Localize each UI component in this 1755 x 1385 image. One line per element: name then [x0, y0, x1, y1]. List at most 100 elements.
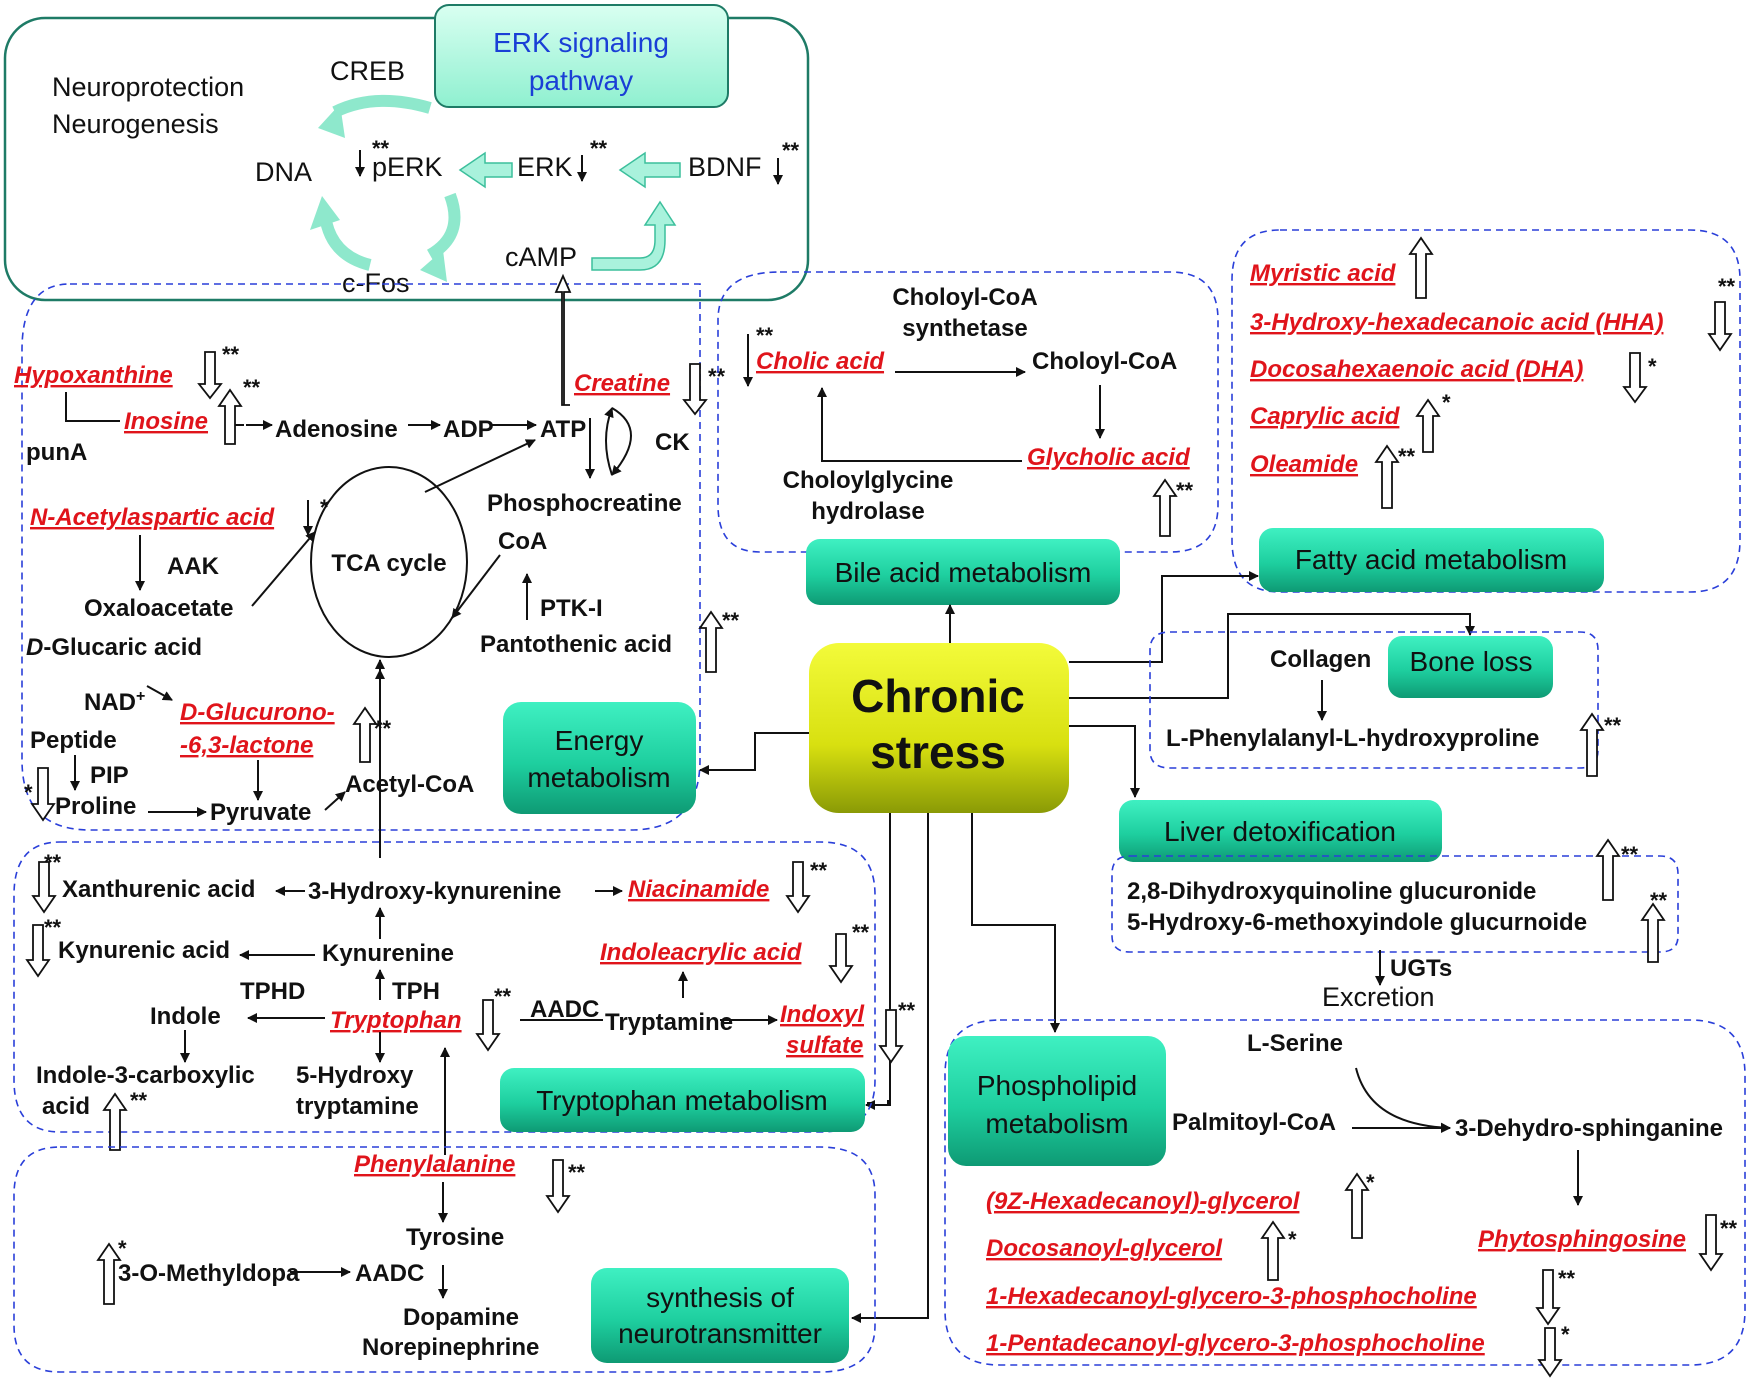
erk-title-box — [434, 4, 729, 108]
tca-cycle-circle — [310, 466, 468, 658]
omd-up-arrow — [96, 1242, 122, 1305]
hha: 3-Hydroxy-hexadecanoic acid (HHA) — [1250, 309, 1663, 336]
acetylcoa-up-arrow — [352, 706, 378, 763]
ptk-label: PTK-I — [540, 595, 603, 622]
tryptamine: Tryptamine — [605, 1009, 733, 1036]
kynurenic-stars: ** — [44, 915, 62, 940]
cholic-acid: Cholic acid — [756, 348, 885, 375]
creatine: Creatine — [574, 370, 670, 397]
tph-label: TPH — [392, 978, 440, 1005]
pantothenic-up-arrow — [698, 610, 724, 673]
xanthurenic-down-arrow — [31, 861, 57, 914]
norepinephrine: Norepinephrine — [362, 1334, 539, 1361]
chronic-stress-line1: Chronic — [851, 670, 1025, 722]
aadc-neuro-label: AADC — [355, 1260, 424, 1287]
choloylglycine-hydrolase-1: Choloylglycine — [783, 467, 954, 494]
oleamide-stars: ** — [1398, 444, 1416, 469]
choloyl-coa-synthetase-2: synthetase — [902, 315, 1027, 342]
energy-box — [21, 283, 701, 831]
pip-label: PIP — [90, 762, 129, 789]
aadc-trp-label: AADC — [530, 996, 599, 1023]
neurotransmitter-label-2: neurotransmitter — [618, 1318, 822, 1349]
d-glucurono-lactone-2: -6,3-lactone — [180, 732, 313, 759]
camp-label: cAMP — [505, 242, 577, 272]
choloyl-coa-synthetase-1: Choloyl-CoA — [892, 284, 1037, 311]
neurogenesis-label: Neurogenesis — [52, 109, 219, 139]
peptide: Peptide — [30, 727, 117, 754]
kynurenic-down-arrow — [25, 924, 51, 978]
bdnf-stars: ** — [782, 138, 800, 163]
puna-label: punA — [26, 439, 87, 466]
tphd-label: TPHD — [240, 978, 305, 1005]
liver-detox-box — [1119, 800, 1442, 862]
indoxyl-sulfate-2: sulfate — [786, 1032, 863, 1059]
lpc-16: 1-Hexadecanoyl-glycero-3-phosphocholine — [986, 1283, 1477, 1310]
naa-star: * — [320, 495, 329, 520]
phe-hyp-up-arrow — [1579, 712, 1605, 777]
caprylic-up-arrow — [1415, 398, 1441, 453]
proline: Proline — [55, 793, 136, 820]
kynurenine: Kynurenine — [322, 940, 454, 967]
niacinamide-stars: ** — [810, 858, 828, 883]
inosine-stars: ** — [243, 375, 261, 400]
oleamide: Oleamide — [1250, 451, 1358, 478]
lpc16-stars: ** — [1558, 1266, 1576, 1291]
dihydroxyquinoline-glucuronide: 2,8-Dihydroxyquinoline glucuronide — [1127, 878, 1536, 905]
phospholipid-label-1: Phospholipid — [977, 1070, 1137, 1101]
dhq-stars: ** — [1621, 842, 1639, 867]
glycholic-up-arrow — [1152, 478, 1178, 537]
ica-stars: ** — [130, 1088, 148, 1113]
pyruvate: Pyruvate — [210, 799, 311, 826]
lpc16-down-arrow — [1535, 1269, 1561, 1326]
phenylalanine-down-arrow — [545, 1159, 571, 1214]
tryptophan-down-arrow — [475, 999, 501, 1052]
lpc-15: 1-Pentadecanoyl-glycero-3-phosphocholine — [986, 1330, 1485, 1357]
ica-up-arrow — [102, 1092, 128, 1151]
hydroxy-kynurenine: 3-Hydroxy-kynurenine — [308, 878, 561, 905]
caprylic-star: * — [1442, 390, 1451, 415]
tryptophan-metabolism-label: Tryptophan metabolism — [536, 1085, 828, 1116]
myristic-acid: Myristic acid — [1250, 260, 1397, 287]
dhq-up-arrow — [1595, 838, 1621, 901]
energy-metabolism-label-2: metabolism — [527, 762, 670, 793]
indoxyl-sulfate-1: Indoxyl — [780, 1001, 865, 1028]
fatty-acid-metabolism-box — [1259, 528, 1604, 592]
omd-star: * — [118, 1236, 127, 1261]
docosanoyl-glycerol: Docosanoyl-glycerol — [986, 1235, 1223, 1262]
hypoxanthine-stars: ** — [222, 342, 240, 367]
indoleacrylic-stars: ** — [852, 920, 870, 945]
aak-label: AAK — [167, 553, 220, 580]
fatty-acid-box — [1231, 229, 1741, 593]
inosine-up-arrow — [217, 388, 243, 445]
liver-dashed-box — [1111, 855, 1679, 953]
collagen: Collagen — [1270, 646, 1371, 673]
phenylalanine-stars: ** — [568, 1160, 586, 1185]
hexadecanoyl-up-arrow — [1344, 1172, 1370, 1239]
docosanoyl-star: * — [1288, 1227, 1297, 1252]
d-glucurono-lactone-1: D-Glucurono- — [180, 699, 335, 726]
niacinamide: Niacinamide — [628, 876, 769, 903]
phospholipid-arrows — [1352, 1067, 1583, 1206]
bone-loss-box — [1149, 631, 1599, 769]
choloyl-coa: Choloyl-CoA — [1032, 348, 1177, 375]
hmi-up-arrow — [1640, 902, 1666, 963]
tyrosine: Tyrosine — [406, 1224, 504, 1251]
lpc15-down-arrow — [1537, 1327, 1563, 1378]
phenylalanyl-hydroxyproline: L-Phenylalanyl-L-hydroxyproline — [1166, 725, 1539, 752]
phyto-down-arrow — [1698, 1214, 1724, 1272]
dha-star: * — [1648, 354, 1657, 379]
tryptophan-arrows — [180, 669, 778, 1155]
proline-star: * — [24, 780, 33, 805]
neuro-arrows — [290, 1182, 448, 1299]
nad: NAD+ — [84, 688, 145, 716]
perk-label: pERK — [372, 152, 443, 182]
palmitoyl-coa: Palmitoyl-CoA — [1172, 1109, 1336, 1136]
fatty-acid-metabolism-label: Fatty acid metabolism — [1295, 544, 1567, 575]
dna-label: DNA — [255, 157, 312, 187]
stress-arrows — [699, 571, 1475, 1323]
dha-down-arrow — [1622, 352, 1648, 404]
indole: Indole — [150, 1003, 221, 1030]
kynurenic-acid: Kynurenic acid — [58, 937, 230, 964]
indoxyl-down-arrow — [878, 1009, 904, 1064]
